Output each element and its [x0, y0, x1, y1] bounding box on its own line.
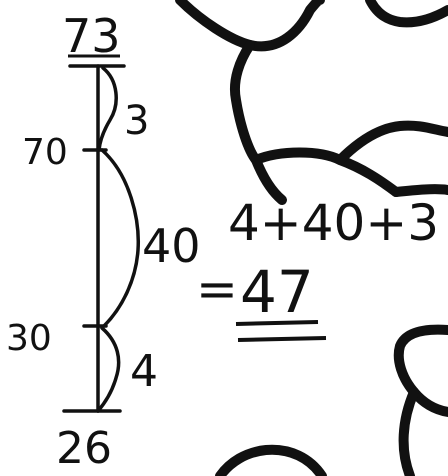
- number-line: [62, 64, 140, 413]
- cloud-outline: [175, 0, 448, 476]
- result-underline-2: [237, 336, 327, 342]
- top-label: 73: [62, 9, 121, 63]
- result-underline-1: [235, 320, 319, 326]
- tick-label-30: 30: [6, 318, 52, 359]
- bottom-label: 26: [56, 423, 112, 474]
- tick-label-70: 70: [22, 132, 68, 173]
- jump-label-3: 3: [124, 98, 149, 144]
- jump-arc-40: [100, 148, 140, 328]
- jump-label-4: 4: [130, 346, 158, 397]
- jump-arc-3: [97, 66, 118, 152]
- equation-result: 47: [240, 258, 314, 326]
- equation-equals: =: [196, 260, 238, 318]
- jump-label-40: 40: [142, 219, 201, 273]
- equation-sum: 4+40+3: [228, 194, 439, 252]
- jump-arc-4: [96, 326, 121, 413]
